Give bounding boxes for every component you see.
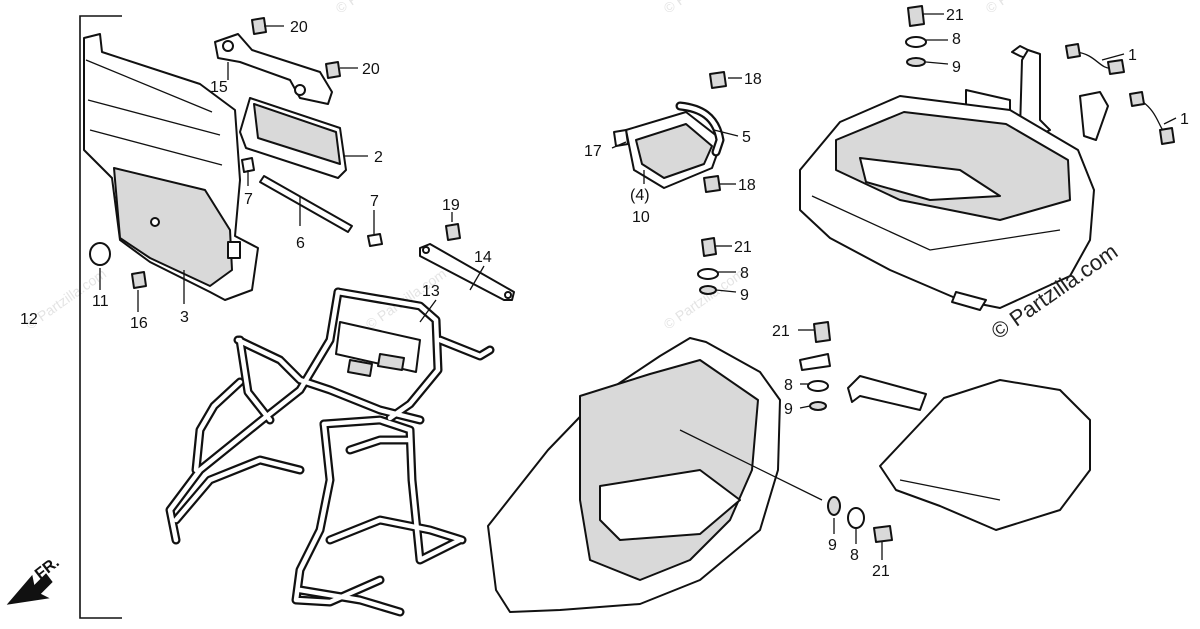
leader-lines	[99, 13, 1177, 560]
callout-21: 21	[946, 7, 964, 24]
callout-2: 2	[374, 149, 383, 166]
callout-12: 12	[20, 311, 38, 328]
callout-1: 1	[1128, 47, 1137, 64]
callout-18: 18	[744, 71, 762, 88]
part-19-bolt	[445, 223, 461, 241]
callout-8: 8	[784, 377, 793, 394]
callout-14: 14	[474, 249, 492, 266]
part-14-stay	[419, 243, 515, 301]
callout-9: 9	[952, 59, 961, 76]
callout-20: 20	[290, 19, 308, 36]
part-13-frame	[165, 287, 495, 617]
hardware-stack-center	[799, 321, 831, 411]
callout-20: 20	[362, 61, 380, 78]
hardware-stack-middle	[697, 237, 719, 295]
callout-1: 1	[1180, 111, 1189, 128]
callouts: 1 1 2 3 (4) 5 6 7 7 8 8 8 8 9 9 9 9 10 1…	[20, 7, 1189, 580]
callout-8: 8	[740, 265, 749, 282]
callout-16: 16	[130, 315, 148, 332]
watermark-faint: © P	[661, 0, 689, 16]
callout-21: 21	[772, 323, 790, 340]
part-5-tube	[675, 101, 725, 157]
seat-pad	[847, 375, 1091, 531]
callout-3: 3	[180, 309, 189, 326]
part-3-rear-fender	[83, 33, 259, 301]
callout-10: 10	[632, 209, 650, 226]
part-16-grommet	[131, 271, 147, 289]
callout-5: 5	[742, 129, 751, 146]
assembly-bracket-line	[79, 15, 122, 619]
callout-15: 15	[210, 79, 228, 96]
part-2-license-light	[239, 97, 347, 179]
callout-19: 19	[442, 197, 460, 214]
part-20-bolts	[251, 17, 341, 79]
watermark-faint: © P	[333, 0, 361, 16]
callout-18: 18	[738, 177, 756, 194]
callout-21: 21	[734, 239, 752, 256]
callout-21: 21	[872, 563, 890, 580]
callout-17: 17	[584, 143, 602, 160]
lower-trunk	[487, 337, 823, 613]
callout-7: 7	[370, 193, 379, 210]
callout-4: (4)	[630, 187, 650, 204]
part-1-harness	[1065, 43, 1175, 145]
assembly-12-bracket	[79, 15, 122, 619]
part-18-grommets	[703, 71, 727, 193]
callout-13: 13	[422, 283, 440, 300]
part-15-bracket	[214, 33, 333, 105]
hardware-stack-top	[905, 5, 927, 67]
callout-7: 7	[244, 191, 253, 208]
fr-label: FR.	[32, 554, 63, 583]
part-6-strip	[259, 175, 353, 233]
part-7-clips	[241, 157, 383, 247]
callout-11: 11	[92, 293, 109, 310]
part-11-plug	[89, 242, 111, 266]
callout-9: 9	[784, 401, 793, 418]
callout-9: 9	[740, 287, 749, 304]
watermark-faint: © P	[983, 0, 1011, 16]
top-trunk	[799, 45, 1109, 311]
callout-8: 8	[850, 547, 859, 564]
callout-6: 6	[296, 235, 305, 252]
callout-8: 8	[952, 31, 961, 48]
front-direction-arrow: FR.	[6, 554, 63, 605]
callout-9: 9	[828, 537, 837, 554]
part-10-tail-light	[613, 111, 723, 189]
hardware-stack-bottom	[827, 496, 893, 543]
